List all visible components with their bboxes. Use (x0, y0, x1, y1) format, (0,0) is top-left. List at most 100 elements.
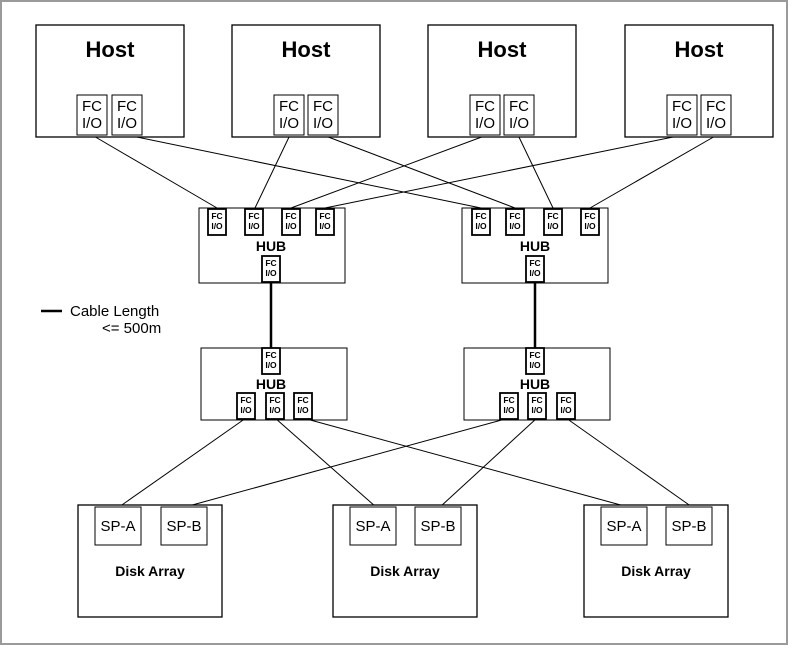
port-label: FC (117, 98, 137, 115)
port-label: FC (503, 395, 514, 405)
host-2: Host FC I/O FC I/O (231, 24, 381, 138)
disk-array-title: Disk Array (370, 563, 440, 579)
port-label: I/O (269, 405, 281, 415)
port-label: FC (560, 395, 571, 405)
sp-a-controller (600, 506, 648, 546)
port-label: I/O (584, 221, 596, 231)
port-label: I/O (547, 221, 559, 231)
port-label: I/O (509, 221, 521, 231)
cable (254, 134, 291, 209)
sp-b-label: SP-B (166, 518, 201, 535)
fc-io-port (261, 255, 281, 283)
port-label: I/O (475, 221, 487, 231)
fc-io-port (315, 208, 335, 236)
fc-io-port (499, 392, 519, 420)
port-label: FC (706, 98, 726, 115)
port-label: FC (509, 98, 529, 115)
port-label: I/O (265, 360, 277, 370)
sp-b-controller (665, 506, 713, 546)
port-label: I/O (475, 115, 495, 132)
port-label: FC (82, 98, 102, 115)
cable (322, 134, 516, 209)
host-box (231, 24, 381, 138)
port-label: I/O (503, 405, 515, 415)
sp-b-controller (160, 506, 208, 546)
hub-title: HUB (520, 238, 550, 254)
port-label: I/O (117, 115, 137, 132)
port-label: FC (269, 395, 280, 405)
port-label: I/O (560, 405, 572, 415)
fc-io-port (273, 94, 305, 136)
host-box (624, 24, 774, 138)
lower-hub-left: FC I/O HUB FC I/O FC I/O FC I/O (200, 347, 348, 421)
hub-title: HUB (256, 376, 286, 392)
host-box (427, 24, 577, 138)
host-hub-cables (91, 134, 718, 209)
port-label: I/O (529, 360, 541, 370)
sp-a-label: SP-A (100, 518, 135, 535)
port-label: FC (319, 211, 330, 221)
fc-io-port (700, 94, 732, 136)
hub-title: HUB (520, 376, 550, 392)
port-label: I/O (211, 221, 223, 231)
fc-io-port (543, 208, 563, 236)
host-1: Host FC I/O FC I/O (35, 24, 185, 138)
port-label: FC (584, 211, 595, 221)
disk-array-title: Disk Array (115, 563, 185, 579)
fc-io-port (580, 208, 600, 236)
hub-title: HUB (256, 238, 286, 254)
disk-array-3: SP-A SP-B Disk Array (583, 504, 729, 618)
port-label: I/O (240, 405, 252, 415)
port-label: FC (529, 258, 540, 268)
port-label: I/O (529, 268, 541, 278)
port-label: FC (211, 211, 222, 221)
port-label: I/O (248, 221, 260, 231)
port-label: FC (475, 211, 486, 221)
hub-links (269, 283, 537, 349)
cable (302, 417, 629, 508)
fc-io-port (261, 347, 281, 375)
fc-io-port (525, 347, 545, 375)
host-4: Host FC I/O FC I/O (624, 24, 774, 138)
host-title: Host (282, 37, 332, 62)
host-title: Host (675, 37, 725, 62)
port-label: FC (265, 350, 276, 360)
fc-io-port (244, 208, 264, 236)
cable (589, 134, 718, 209)
sp-a-label: SP-A (355, 518, 390, 535)
disk-array-1: SP-A SP-B Disk Array (77, 504, 223, 618)
host-title: Host (478, 37, 528, 62)
fc-io-port (469, 94, 501, 136)
port-label: I/O (509, 115, 529, 132)
fc-io-port (556, 392, 576, 420)
port-label: I/O (265, 268, 277, 278)
upper-hub-right: FC I/O FC I/O FC I/O FC I/O HUB FC I/O (461, 207, 609, 284)
cable (118, 417, 247, 508)
sp-a-controller (349, 506, 397, 546)
disk-array-2: SP-A SP-B Disk Array (332, 504, 478, 618)
port-label: FC (672, 98, 692, 115)
port-label: FC (475, 98, 495, 115)
port-label: FC (285, 211, 296, 221)
host-title: Host (86, 37, 136, 62)
cable (565, 417, 693, 508)
port-label: FC (509, 211, 520, 221)
sp-b-label: SP-B (671, 518, 706, 535)
cable (184, 417, 510, 508)
legend-label: Cable Length (70, 303, 159, 320)
port-label: FC (248, 211, 259, 221)
port-label: I/O (319, 221, 331, 231)
cable (274, 417, 377, 508)
fc-io-port (265, 392, 285, 420)
port-label: I/O (672, 115, 692, 132)
fc-io-port (503, 94, 535, 136)
fc-io-port (505, 208, 525, 236)
legend-label: <= 500m (102, 320, 161, 337)
port-label: I/O (82, 115, 102, 132)
port-label: FC (240, 395, 251, 405)
upper-hub-left: FC I/O FC I/O FC I/O FC I/O HUB FC I/O (198, 207, 346, 284)
port-label: FC (529, 350, 540, 360)
disk-array-title: Disk Array (621, 563, 691, 579)
lower-hub-right: FC I/O HUB FC I/O FC I/O FC I/O (463, 347, 611, 421)
